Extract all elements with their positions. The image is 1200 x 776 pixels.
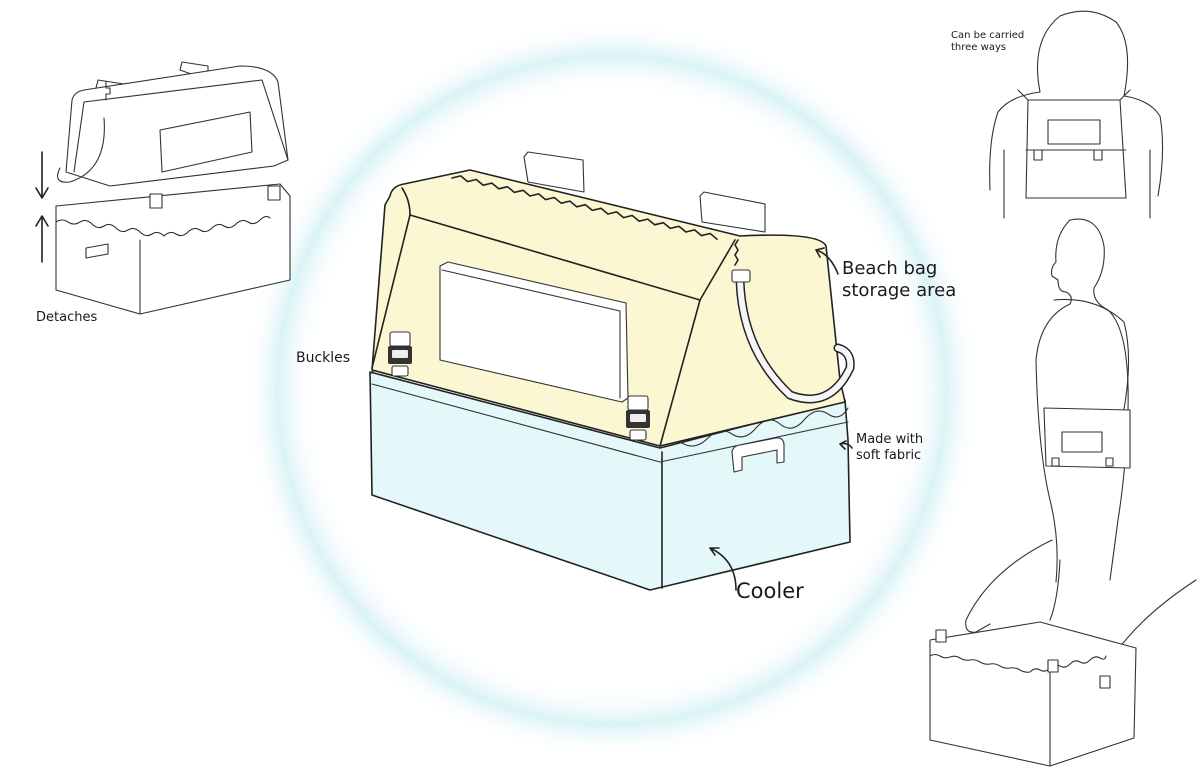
leader-beach-bag (815, 247, 839, 275)
leader-cooler (709, 547, 737, 591)
carry-cooler-rim (929, 653, 1107, 767)
backpack-buckle-1 (1033, 149, 1043, 161)
backpack-body (1025, 99, 1127, 199)
bag-corner (659, 299, 701, 447)
backpack-window (1047, 119, 1101, 145)
shoulder-bag-buckle-2 (1105, 457, 1114, 467)
detached-view-drawing (35, 61, 291, 315)
detaches-label: Detaches (36, 310, 98, 325)
shoulder-bag-buckle-1 (1051, 457, 1060, 467)
detached-bag-ridge (73, 79, 289, 173)
cooler-label: Cooler (736, 579, 804, 603)
detached-bag-strap (57, 117, 105, 183)
buckles-label: Buckles (296, 350, 351, 366)
side-strap-handle-inner (737, 277, 854, 402)
arrow-up-icon (35, 215, 49, 263)
shoulder-strap (1053, 298, 1130, 421)
figure-head-back (1037, 10, 1129, 97)
detached-cooler-handle (85, 243, 109, 259)
detached-latch-1 (149, 193, 163, 209)
buckle-right (626, 395, 650, 441)
carry-three-ways-label: Can be carried three ways (951, 30, 1025, 53)
backpack-buckle-2 (1093, 149, 1103, 161)
detached-cooler (55, 183, 291, 315)
detached-cooler-rim (55, 215, 271, 237)
cooler-side-handle (731, 437, 785, 473)
carry-latch-1 (935, 629, 947, 643)
carry-latch-2 (1047, 659, 1059, 673)
detached-latch-2 (267, 185, 281, 201)
top-handle-tab-back (523, 151, 585, 193)
side-zipper (734, 239, 739, 266)
cooler-rim-line (371, 383, 849, 463)
top-zipper (451, 175, 718, 240)
detached-bag-window (159, 111, 253, 173)
shoulder-carry-drawing (1035, 218, 1131, 583)
buckle-left (388, 331, 412, 377)
arrow-down-icon (35, 151, 49, 199)
main-product-drawing (369, 151, 855, 591)
made-with-soft-fabric-label: Made with soft fabric (856, 432, 924, 463)
beach-bag-label: Beach bag storage area (842, 258, 957, 301)
figure-shoulders-back (989, 91, 1164, 219)
detached-bag-zipper (105, 81, 111, 101)
backpack-carry-drawing (989, 10, 1164, 219)
carry-latch-3 (1099, 675, 1111, 689)
cooler-body (369, 371, 851, 591)
hand-carry-drawing (929, 539, 1197, 767)
shoulder-bag-window (1061, 431, 1103, 453)
strap-clip (731, 269, 751, 283)
leader-made-with (839, 440, 853, 450)
top-handle-tab-right (699, 191, 766, 233)
bag-window-inner (441, 269, 621, 399)
backpack-straps (1017, 89, 1131, 151)
carry-cooler-body (929, 621, 1137, 767)
figure-side-profile (1035, 218, 1129, 583)
